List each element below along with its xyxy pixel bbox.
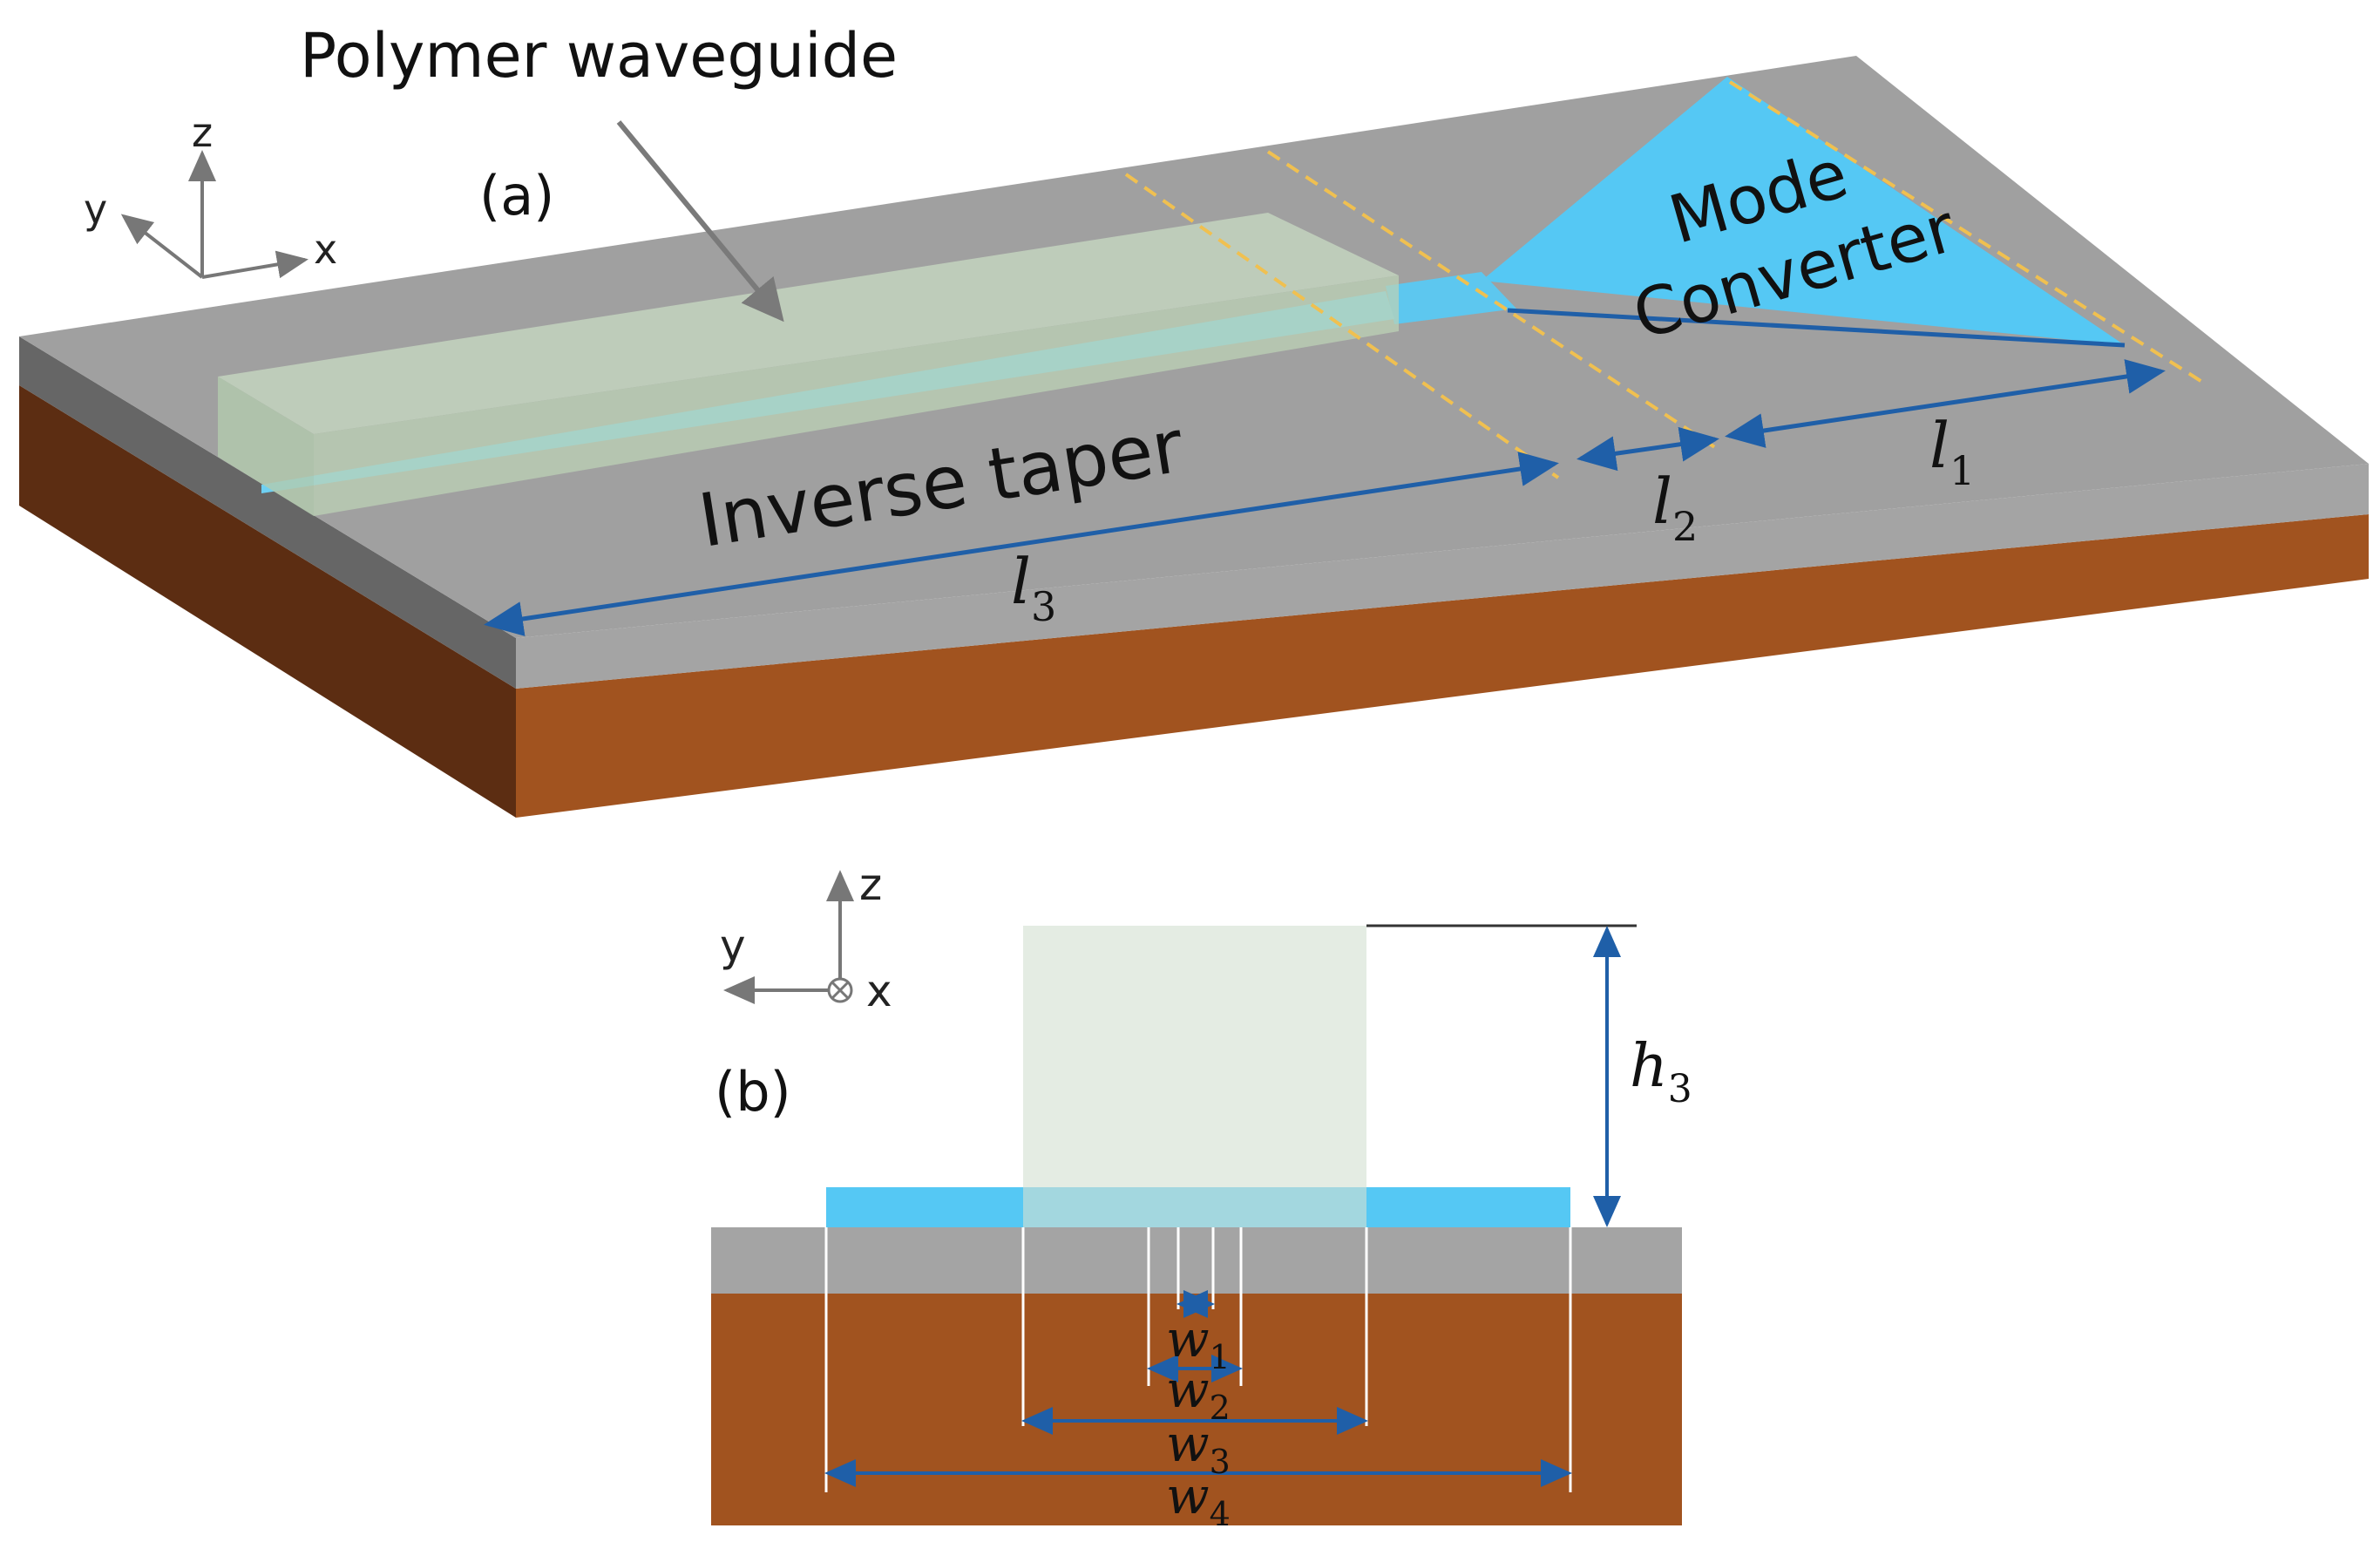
dim-label-h3: h3 bbox=[1630, 1032, 1692, 1111]
axis-label-z: z bbox=[192, 109, 213, 156]
axis-label-x: x bbox=[314, 226, 337, 273]
substrate-side-face bbox=[19, 385, 516, 818]
axis-label-y: y bbox=[84, 186, 107, 233]
dimension-arrow-l2 bbox=[1576, 426, 1719, 472]
boundary-dash-1 bbox=[1124, 173, 1560, 479]
dimension-arrow-l1 bbox=[1725, 359, 2166, 448]
dim-label-w4: w4 bbox=[1166, 1466, 1231, 1533]
panel-a: z x y Polymer waveguide (a) Mode Convert… bbox=[19, 20, 2369, 818]
axis-label-z-b: z bbox=[859, 859, 882, 910]
straight-waveguide-section bbox=[1386, 272, 1516, 324]
polymer-waveguide-top bbox=[218, 213, 1399, 434]
panel-a-label: (a) bbox=[479, 164, 554, 228]
dim-label-l1: l1 bbox=[1929, 409, 1975, 494]
panel-b: z y x (b) h3 w1 w2 w3 w4 bbox=[711, 859, 1692, 1533]
substrate-front-face bbox=[516, 514, 2369, 818]
dim-label-w3: w3 bbox=[1166, 1414, 1231, 1481]
dim-label-l2: l2 bbox=[1652, 465, 1698, 550]
converter-edge-line bbox=[1507, 308, 2126, 348]
polymer-waveguide-side bbox=[218, 377, 314, 516]
dim-label-l3: l3 bbox=[1011, 545, 1056, 630]
axis-triad-a: z x y bbox=[84, 109, 337, 279]
boundary-dash-3 bbox=[1728, 80, 2207, 385]
dimension-arrow-l3 bbox=[484, 452, 1559, 636]
dim-label-w2: w2 bbox=[1166, 1360, 1231, 1427]
panel-b-label: (b) bbox=[715, 1060, 791, 1124]
polymer-callout-arrow bbox=[616, 120, 784, 323]
oxide-side-face bbox=[19, 336, 516, 689]
mode-converter-region bbox=[1482, 77, 2125, 345]
cross-section-polymer bbox=[1023, 926, 1366, 1227]
axis-label-y-b: y bbox=[720, 920, 746, 971]
axis-label-x-b: x bbox=[866, 966, 892, 1016]
polymer-waveguide-label: Polymer waveguide bbox=[300, 20, 898, 92]
dim-label-w1: w1 bbox=[1166, 1309, 1231, 1376]
axis-triad-b: z y x bbox=[720, 859, 892, 1016]
cross-section-oxide bbox=[711, 1227, 1682, 1294]
